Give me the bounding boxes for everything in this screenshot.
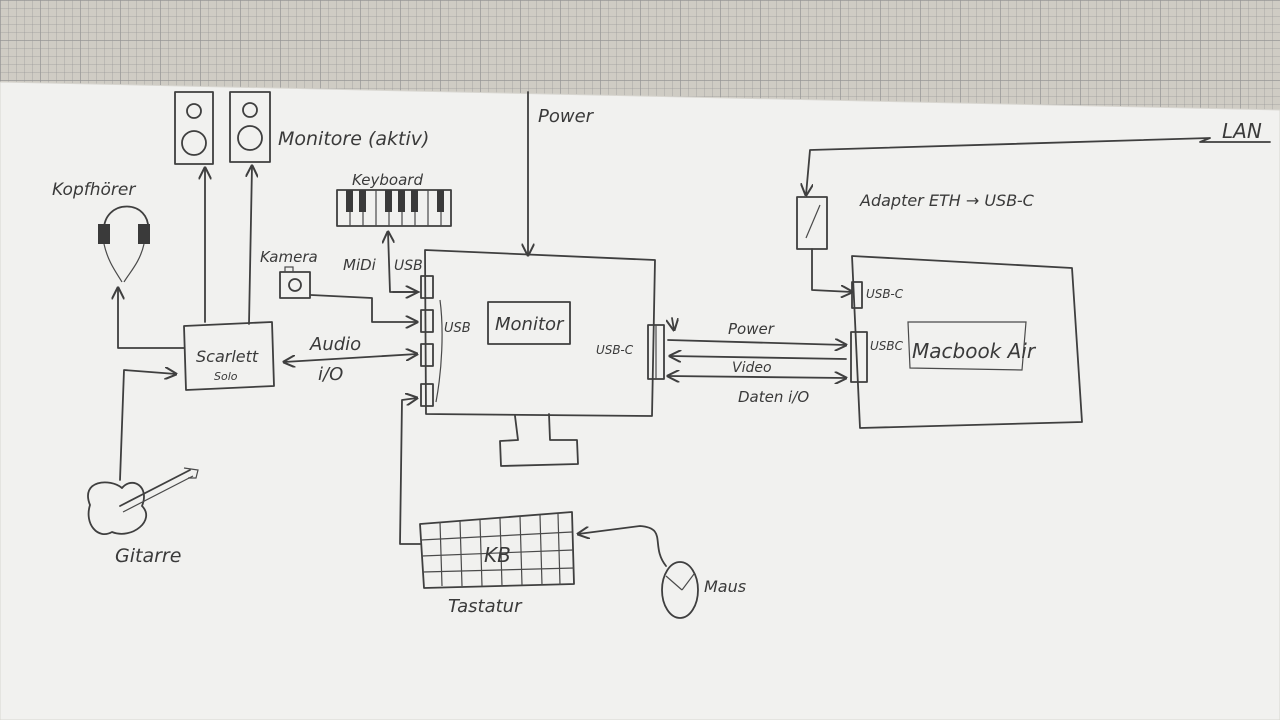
label-tastatur: Tastatur [448, 596, 523, 617]
label-usb-left: USB [444, 321, 471, 336]
label-monitor: Monitor [495, 314, 565, 335]
label-macbook: Macbook Air [912, 339, 1037, 363]
label-kopfhoerer: Kopfhörer [52, 180, 136, 200]
label-kamera: Kamera [260, 248, 318, 266]
label-keyboard: Keyboard [352, 171, 423, 189]
label-adapter: Adapter ETH → USB-C [859, 191, 1035, 210]
label-usbc-mac-top: USB-C [866, 287, 904, 301]
scarlett-to-speaker-right [249, 166, 252, 325]
headphones-icon [98, 205, 150, 283]
label-link-video: Video [732, 360, 772, 376]
paper-sheet [0, 81, 1280, 720]
label-midi: MiDi [343, 256, 377, 274]
adapter-to-mac-line [811, 248, 852, 292]
mac-usbc-port-top [851, 281, 863, 309]
label-monitore: Monitore (aktiv) [278, 128, 429, 150]
label-usb-top: USB [394, 258, 423, 274]
audio-io-link [284, 354, 417, 362]
scarlett-solo-box [183, 321, 275, 391]
link-daten [668, 376, 846, 378]
label-link-daten: Daten i/O [738, 388, 809, 406]
midi-keyboard-icon [336, 189, 452, 227]
camera-to-monitor-line [310, 294, 417, 322]
label-solo: Solo [214, 370, 238, 383]
lan-cable-line [806, 137, 1271, 195]
speaker-left-icon [174, 91, 214, 165]
label-scarlett: Scarlett [196, 347, 259, 366]
speaker-right-icon [229, 91, 271, 163]
label-lan: LAN [1222, 119, 1262, 143]
label-power-top: Power [538, 106, 595, 127]
mouse-to-keyboard [578, 525, 667, 567]
scarlett-to-headphones [118, 288, 185, 349]
label-maus: Maus [704, 577, 746, 596]
link-video [670, 356, 847, 359]
guitar-icon [87, 467, 199, 535]
mac-usbc-port [850, 331, 868, 383]
label-usbc-monitor: USB-C [596, 343, 634, 357]
monitor-usb-ports [420, 275, 434, 407]
camera-icon [279, 266, 311, 299]
label-gitarre: Gitarre [115, 545, 181, 567]
power-in-tick [672, 317, 674, 330]
mouse-icon [661, 561, 699, 619]
computer-keyboard-icon [419, 511, 575, 589]
label-usbc-mac: USBC [870, 339, 904, 353]
label-kb: KB [484, 543, 511, 567]
label-link-power: Power [728, 320, 775, 338]
keyboard-to-monitor [399, 398, 421, 545]
label-audio-io: i/O [318, 364, 343, 385]
link-power [667, 340, 846, 345]
label-audio: Audio [309, 334, 361, 355]
guitar-to-scarlett [119, 370, 176, 481]
macbook-box [851, 255, 1083, 429]
monitor-screen [424, 249, 656, 467]
